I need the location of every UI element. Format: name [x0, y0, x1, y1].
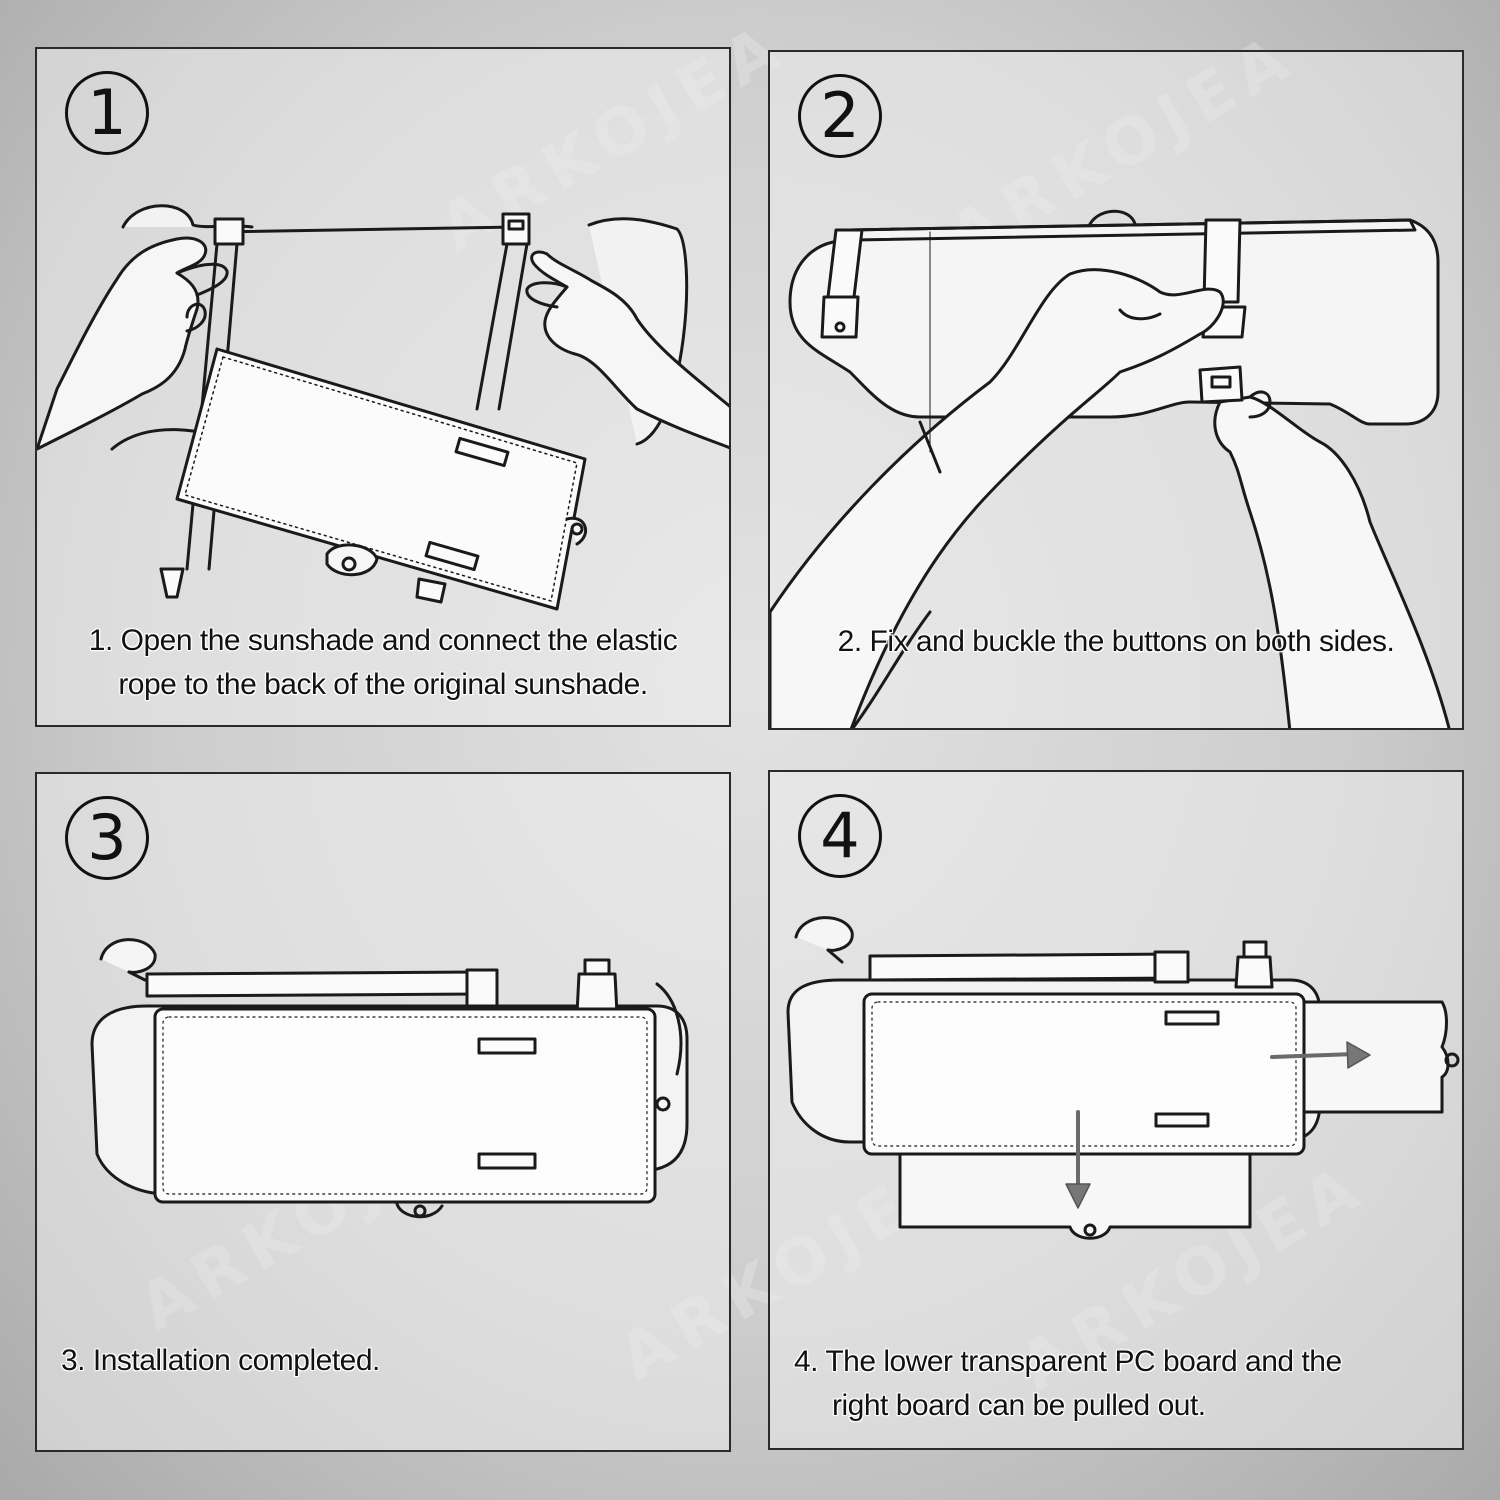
step-2-panel: 2 2. Fix and buckle the buttons on both … — [768, 50, 1464, 730]
step-number-badge: 2 — [798, 74, 882, 158]
step-3-panel: 3 3. Installation completed. — [35, 772, 731, 1452]
caption-line: rope to the back of the original sunshad… — [118, 668, 648, 701]
caption-line: 1. Open the sunshade and connect the ela… — [88, 624, 678, 657]
step-number-badge: 4 — [798, 794, 882, 878]
step-2-caption: 2. Fix and buckle the buttons on both si… — [770, 620, 1462, 664]
step-2-illustration — [770, 209, 1451, 728]
step-4-panel: 4 4. The lower transparent PC board and … — [768, 770, 1464, 1450]
step-number-badge: 3 — [65, 796, 149, 880]
step-3-illustration — [90, 938, 689, 1219]
caption-line: 2. Fix and buckle the buttons on both si… — [837, 625, 1395, 658]
step-1-panel: 1 1. Open the sunshade and connect the e… — [35, 47, 731, 727]
step-4-caption: 4. The lower transparent PC board and th… — [770, 1340, 1462, 1428]
step-1-caption: 1. Open the sunshade and connect the ela… — [37, 619, 729, 707]
step-3-caption: 3. Installation completed. — [37, 1339, 729, 1383]
caption-line: 3. Installation completed. — [61, 1344, 380, 1377]
step-number-badge: 1 — [65, 71, 149, 155]
caption-line: 4. The lower transparent PC board and th… — [794, 1345, 1342, 1378]
step-1-illustration — [37, 204, 729, 611]
caption-line: right board can be pulled out. — [832, 1389, 1206, 1422]
step-4-illustration — [786, 916, 1460, 1240]
